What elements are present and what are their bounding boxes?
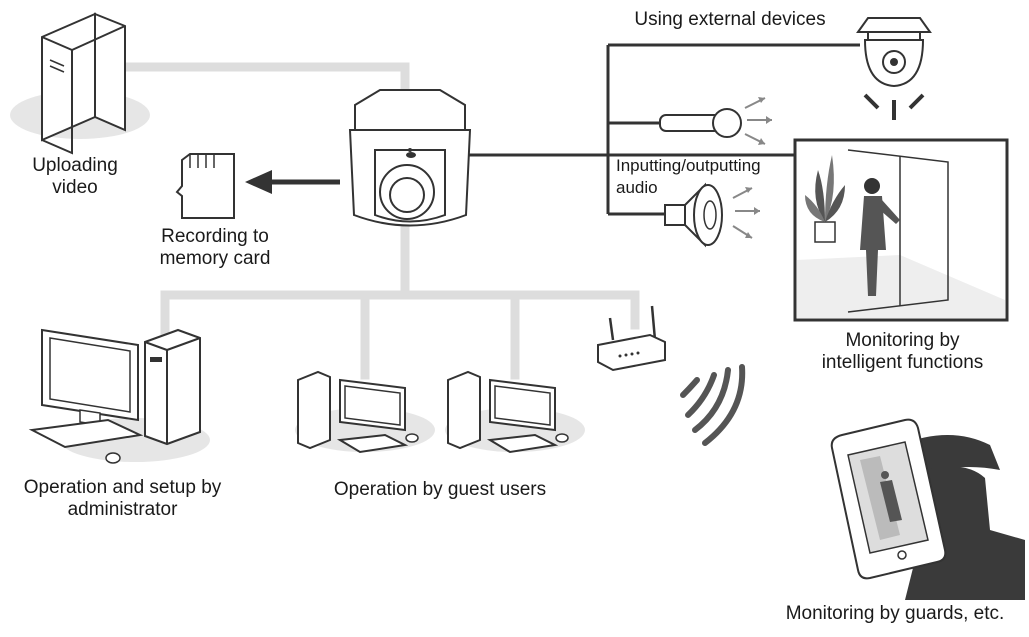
admin-line2: administrator (67, 499, 178, 520)
dome-camera-icon (856, 17, 932, 120)
audio-line1: Inputting/outputting (616, 156, 761, 175)
intelligent-functions-label: Monitoring by intelligent functions (800, 330, 1005, 374)
device-lines (466, 43, 860, 216)
wifi-signal-icon (680, 364, 746, 446)
uploading-video-label: Uploading video (15, 155, 135, 199)
door-scene-icon (793, 138, 1009, 322)
sd-card-icon (175, 153, 235, 219)
server-icon (10, 12, 150, 155)
audio-line2: audio (616, 178, 658, 197)
admin-line1: Operation and setup by (23, 477, 222, 498)
intelligent-line1: Monitoring by (845, 330, 960, 351)
intelligent-line2: intelligent functions (821, 352, 984, 373)
guards-label: Monitoring by guards, etc. (785, 603, 1005, 624)
wireless-router-icon (597, 305, 666, 372)
microphone-icon (659, 97, 772, 145)
ptz-camera-icon (348, 89, 472, 227)
smartphone-guard-icon (830, 418, 1025, 600)
guest-users-label: Operation by guest users (333, 479, 547, 500)
external-devices-label: Using external devices (634, 9, 826, 30)
admin-computer-icon (28, 328, 210, 464)
uploading-line2: video (52, 177, 98, 198)
audio-label: Inputting/outputting audio (616, 155, 786, 199)
recording-label: Recording to memory card (140, 226, 290, 270)
arrow-to-card (245, 170, 340, 194)
recording-line1: Recording to (161, 226, 269, 247)
uploading-line1: Uploading (32, 155, 118, 176)
guest-computer-icon (295, 370, 585, 454)
admin-label: Operation and setup by administrator (0, 477, 245, 521)
recording-line2: memory card (159, 248, 271, 269)
speaker-icon (664, 182, 760, 248)
